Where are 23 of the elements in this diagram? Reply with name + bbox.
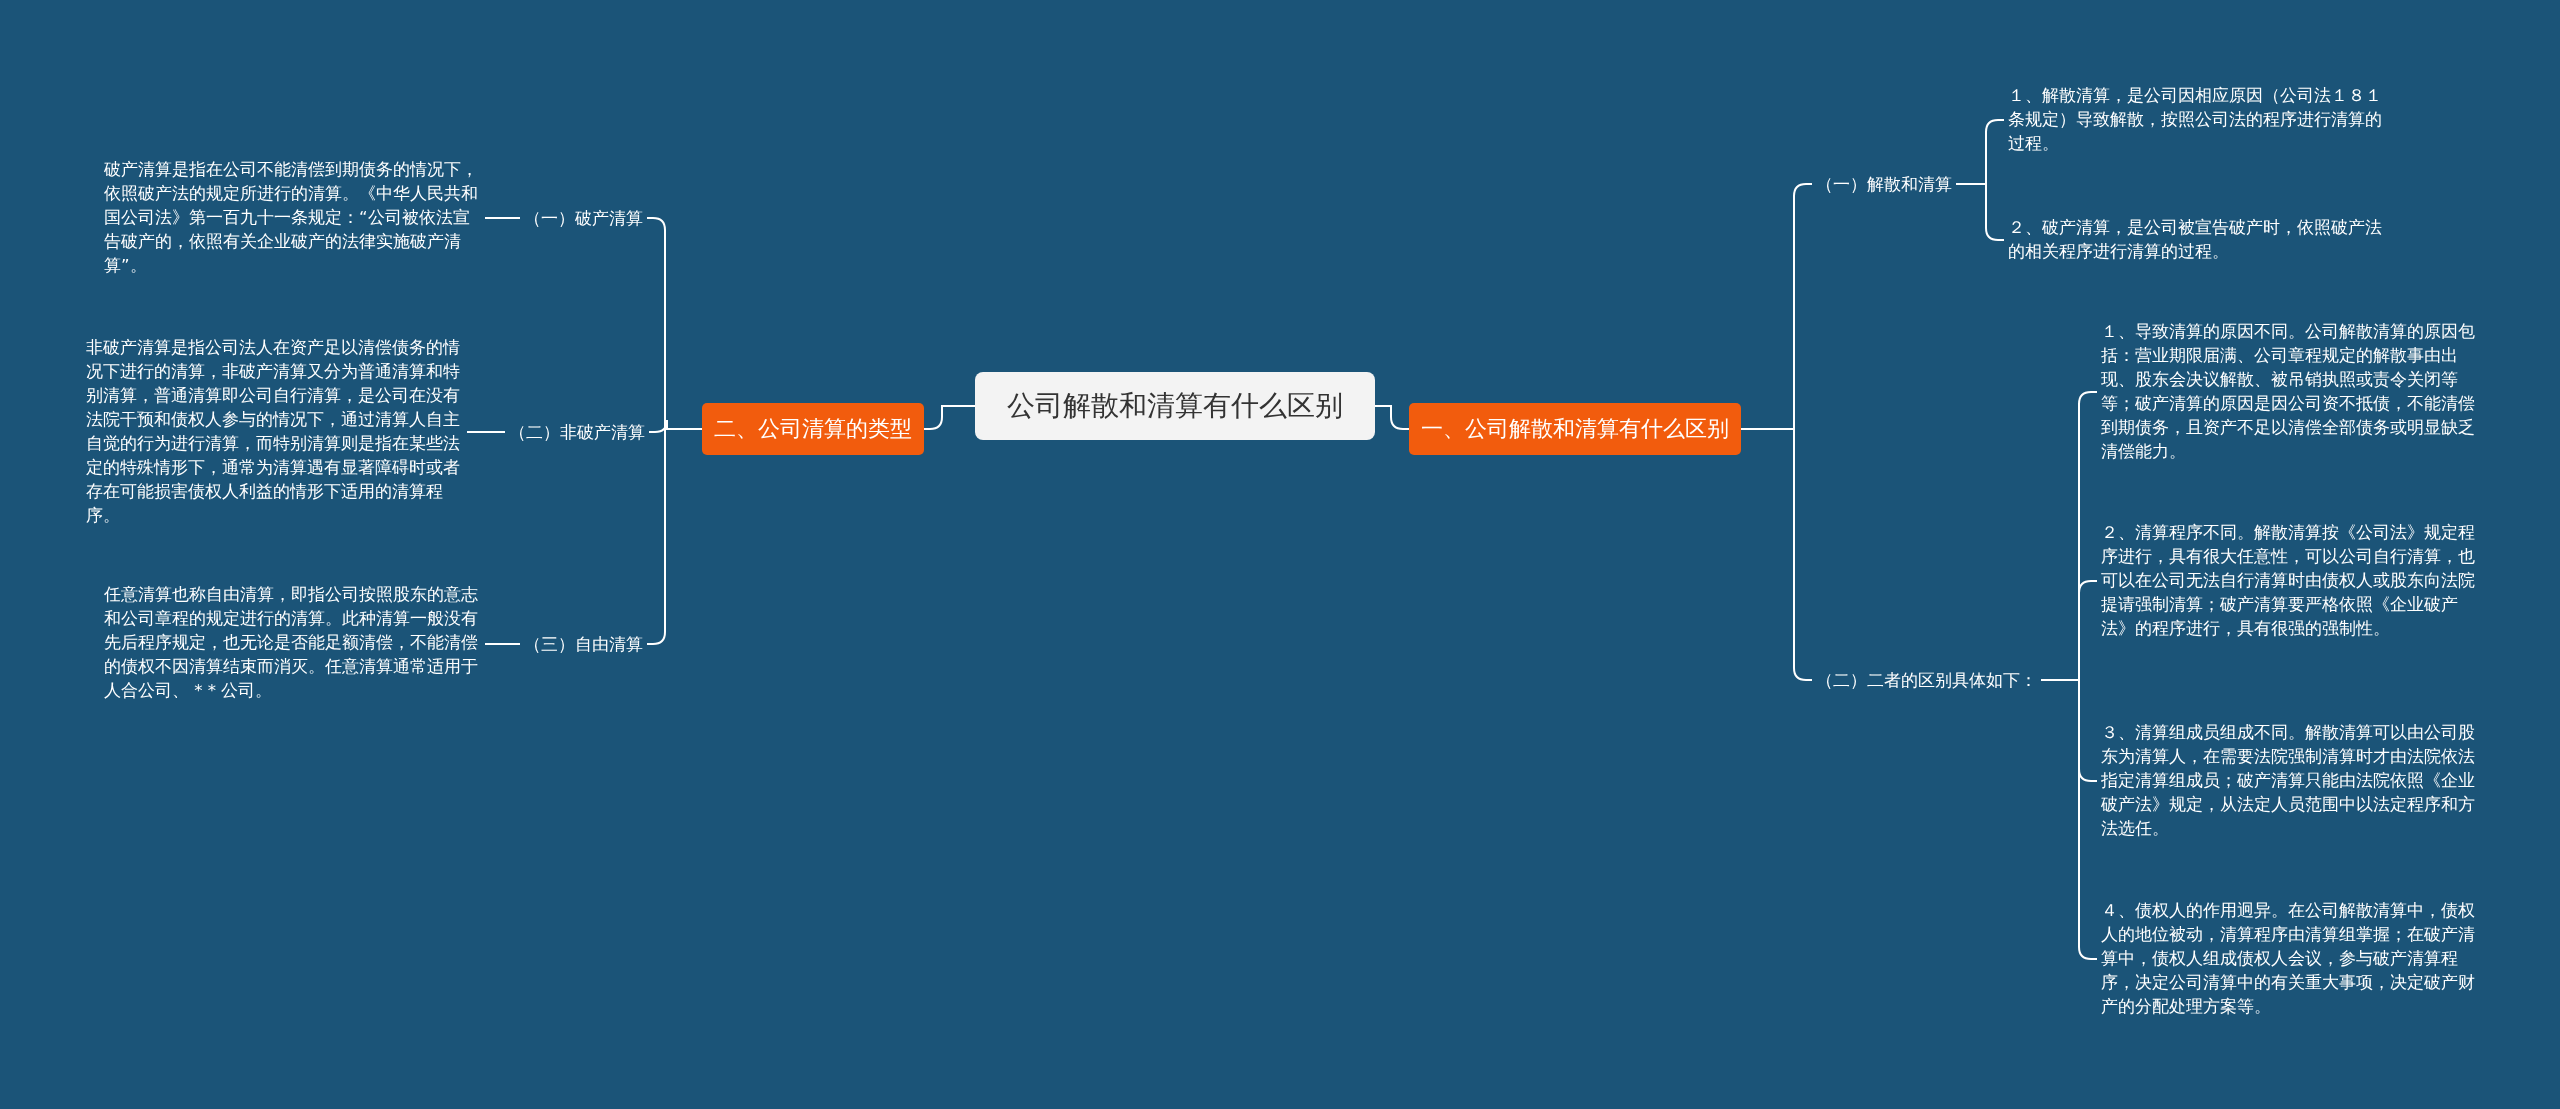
topic-note: ２、清算程序不同。解散清算按《公司法》规定程序进行，具有很大任意性，可以公司自行清算，也可以在公司无法自行清算时由债权人或股东向法院提请强制清算；破产清算要严格依照《企业破产法》的程序进行，具有很强的强制性。	[2097, 519, 2482, 643]
connector-line	[466, 431, 506, 433]
connector-line	[484, 217, 521, 219]
topic-note: １、解散清算，是公司因相应原因（公司法１８１条规定）导致解散，按照公司法的程序进行清算的过程。	[2004, 82, 2389, 158]
connector-line	[923, 405, 976, 430]
topic-note: ２、破产清算，是公司被宣告破产时，依照破产法的相关程序进行清算的过程。	[2004, 214, 2389, 266]
subtopic-label: （一）破产清算	[520, 204, 647, 232]
branch-topic-box: 一、公司解散和清算有什么区别	[1409, 403, 1741, 455]
topic-note: 非破产清算是指公司法人在资产足以清偿债务的情况下进行的清算，非破产清算又分为普通清算和特别清算，普通清算即公司自行清算，是公司在没有法院干预和债权人参与的情况下，通过清算人自主自觉的行为进行清算，而特别清算则是指在某些法定的特殊情形下，通常为清算遇有显著障碍时或者存在可能损害债权人利益的情形下适用的清算程序。	[82, 334, 467, 530]
topic-note: ４、债权人的作用迥异。在公司解散清算中，债权人的地位被动，清算程序由清算组掌握；在破产清算中，债权人组成债权人会议，参与破产清算程序，决定公司清算中的有关重大事项，决定破产财产的分配处理方案等。	[2097, 897, 2482, 1021]
topic-note: １、导致清算的原因不同。公司解散清算的原因包括：营业期限届满、公司章程规定的解散事由出现、股东会决议解散、被吊销执照或责令关闭等等；破产清算的原因是因公司资不抵债，不能清偿到期债务，且资产不足以清偿全部债务或明显缺乏清偿能力。	[2097, 318, 2482, 466]
subtopic-label: （二）非破产清算	[505, 418, 649, 446]
subtopic-label: （一）解散和清算	[1812, 170, 1956, 198]
connector-line	[484, 643, 521, 645]
connector-line	[1374, 405, 1410, 430]
branch-topic-box: 二、公司清算的类型	[702, 403, 924, 455]
topic-note: 破产清算是指在公司不能清偿到期债务的情况下，依照破产法的规定所进行的清算。《中华人民共和国公司法》第一百九十一条规定：“公司被依法宣告破产的，依照有关企业破产的法律实施破产清算”。	[100, 156, 485, 280]
central-topic-box: 公司解散和清算有什么区别	[975, 372, 1375, 440]
connector-line	[1740, 428, 1813, 681]
topic-note: ３、清算组成员组成不同。解散清算可以由公司股东为清算人，在需要法院强制清算时才由法院依法指定清算组成员；破产清算只能由法院依照《企业破产法》规定，从法定人员范围中以法定程序和方法选任。	[2097, 719, 2482, 843]
subtopic-label: （二）二者的区别具体如下：	[1812, 666, 2041, 694]
topic-note: 任意清算也称自由清算，即指公司按照股东的意志和公司章程的规定进行的清算。此种清算一般没有先后程序规定，也无论是否能足额清偿，不能清偿的债权不因清算结束而消灭。任意清算通常适用于人合公司、 * * 公司。	[100, 581, 485, 705]
subtopic-label: （三）自由清算	[520, 630, 647, 658]
